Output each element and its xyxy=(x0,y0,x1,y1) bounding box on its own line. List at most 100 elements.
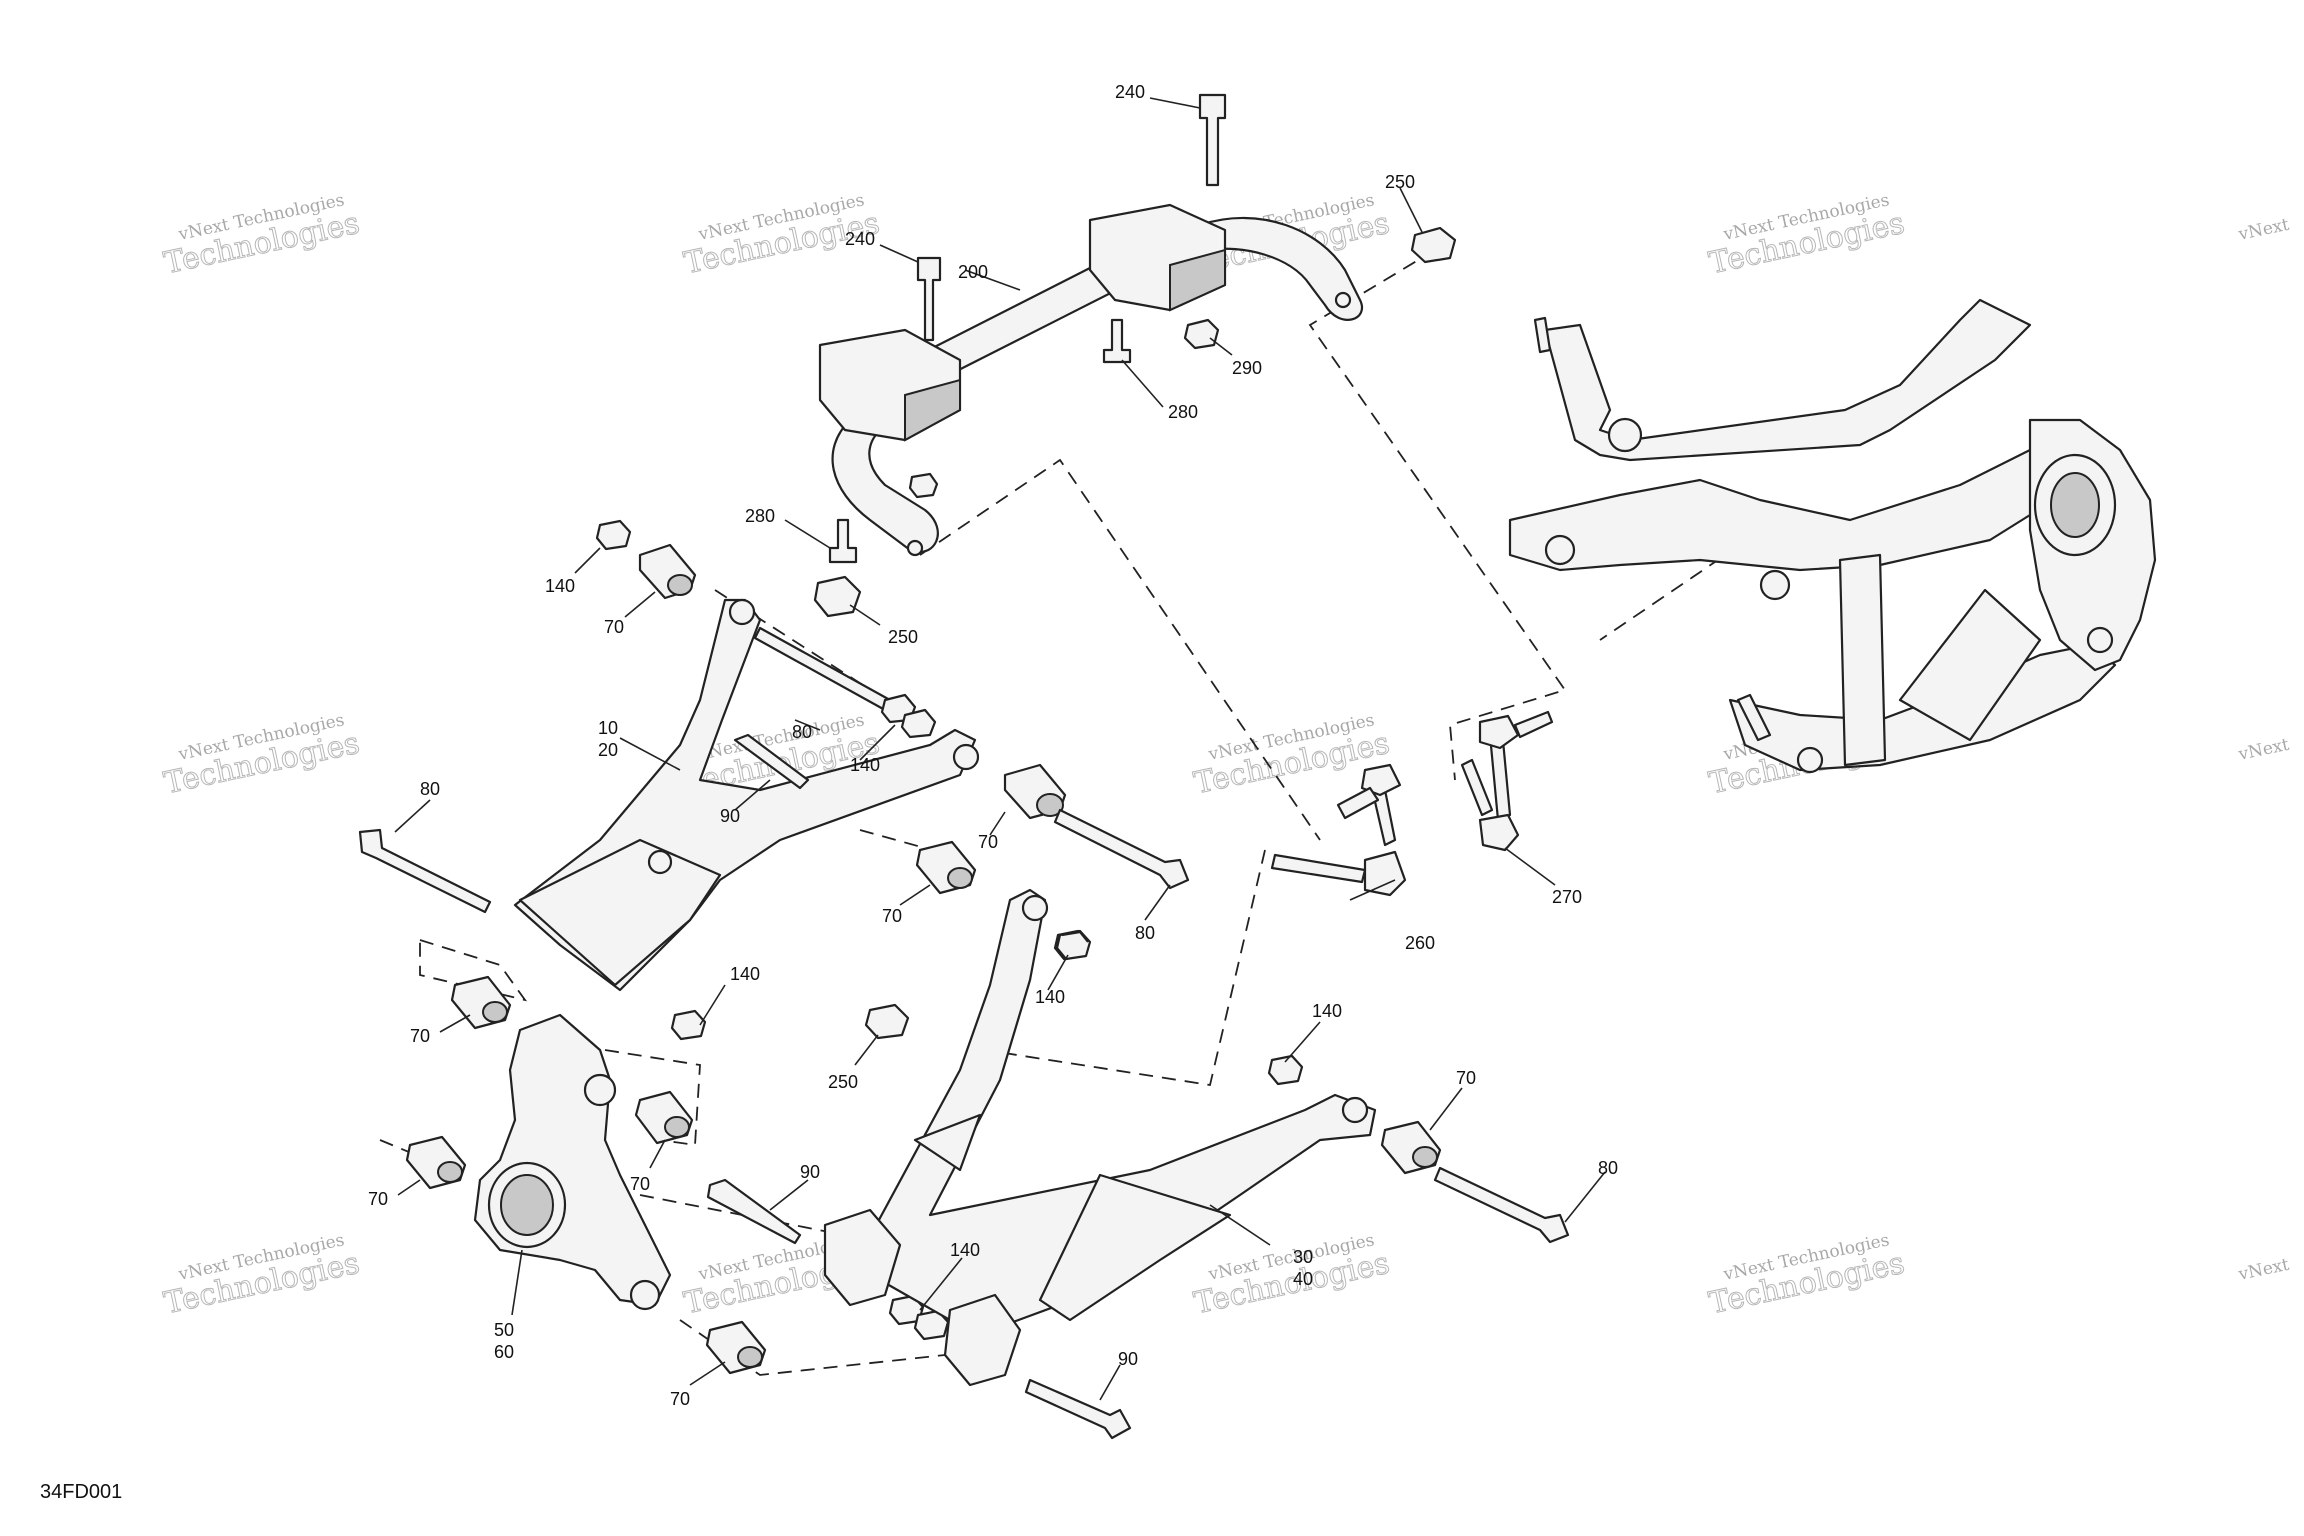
bushing-end xyxy=(1412,1146,1438,1168)
pivot-eye xyxy=(1341,1096,1369,1124)
knuckle-eye xyxy=(583,1073,617,1107)
callout-labels: 240 240 250 200 290 280 280 250 140 70 1… xyxy=(368,82,1618,1409)
bushing-end xyxy=(482,1001,508,1023)
assembled-gusset xyxy=(1898,588,2042,742)
bolt-80-right xyxy=(1053,808,1190,890)
assembled-bushing-eye xyxy=(1759,569,1791,601)
callout-label: 80 xyxy=(792,722,812,742)
callout-label: 70 xyxy=(978,832,998,852)
assembled-hub-inner xyxy=(2050,472,2100,538)
bushing-end xyxy=(947,867,973,889)
stabilizer-link-group xyxy=(1270,710,1554,897)
assembled-vertical-post xyxy=(1838,553,1887,767)
bolt-80-long xyxy=(358,828,492,914)
stabilizer-bar-left-end xyxy=(831,418,939,553)
pivot-eye xyxy=(952,743,980,771)
callout-label: 70 xyxy=(368,1189,388,1209)
knuckle-hub-inner xyxy=(500,1174,554,1236)
knuckle-assembly xyxy=(473,1013,672,1311)
stabilizer-link-270-ball-bottom xyxy=(1478,813,1520,852)
knuckle xyxy=(473,1013,672,1307)
nut-140-mid2 xyxy=(900,708,937,739)
callout-label: 200 xyxy=(958,262,988,282)
callout-label: 290 xyxy=(1232,358,1262,378)
ball-joint-hole xyxy=(647,849,673,875)
nut-140 xyxy=(1267,1054,1304,1086)
assembled-bolt xyxy=(1736,693,1772,742)
callout-label: 90 xyxy=(720,806,740,826)
stabilizer-link-270-thread-bottom xyxy=(1460,758,1494,817)
bolt-90 xyxy=(1024,1378,1132,1440)
callout-label: 80 xyxy=(1598,1158,1618,1178)
stabilizer-link-260-ball-bottom xyxy=(1363,850,1407,897)
bolt-90-small xyxy=(733,733,810,790)
nut-290 xyxy=(1183,318,1220,350)
lower-a-arm-assembly xyxy=(823,888,1377,1387)
leader-lines xyxy=(394,97,1606,1401)
stabilizer-bar-eye xyxy=(906,539,924,557)
bolt-80-lower xyxy=(1433,1166,1570,1244)
bushing-end xyxy=(737,1346,763,1368)
callout-label: 140 xyxy=(545,576,575,596)
bolt-80-diag xyxy=(753,626,892,712)
callout-label: 80 xyxy=(420,779,440,799)
stabilizer-link-260-ball-top xyxy=(1360,763,1402,797)
bushing-face xyxy=(904,378,961,442)
bushing-group xyxy=(358,519,1570,1440)
assembled-bushing-eye xyxy=(1544,534,1576,566)
lower-a-arm-clevis xyxy=(823,1208,902,1307)
nut-140 xyxy=(670,1009,707,1041)
fastener-group-top xyxy=(813,93,1457,618)
stabilizer-bar-assembly xyxy=(818,203,1363,557)
assembled-bushing-eye xyxy=(1607,417,1643,453)
bolt-240-top xyxy=(1198,93,1227,187)
callout-label: 70 xyxy=(604,617,624,637)
assembled-bushing-eye xyxy=(2086,626,2114,654)
bushing-end xyxy=(667,574,693,596)
watermark-text: vNext xyxy=(2236,215,2291,245)
bushing-face xyxy=(1169,248,1226,312)
nut-140 xyxy=(595,519,632,551)
callout-label: 90 xyxy=(1118,1349,1138,1369)
callout-label: 80 xyxy=(1135,923,1155,943)
nut-250-low xyxy=(864,1003,910,1040)
callout-label: 250 xyxy=(828,1072,858,1092)
callout-label: 140 xyxy=(730,964,760,984)
callout-label: 10 xyxy=(598,718,618,738)
diagram-code: 34FD001 xyxy=(40,1481,122,1503)
bolt-280-mid xyxy=(1102,318,1132,364)
callout-label: 240 xyxy=(845,229,875,249)
stabilizer-link-270-ball-top xyxy=(1478,714,1520,750)
callout-label: 280 xyxy=(1168,402,1198,422)
callout-label: 70 xyxy=(410,1026,430,1046)
stabilizer-link-260-thread-bottom xyxy=(1270,853,1367,884)
upper-a-arm-plate xyxy=(518,838,722,987)
callout-label: 250 xyxy=(1385,172,1415,192)
callout-label: 70 xyxy=(670,1389,690,1409)
callout-label: 140 xyxy=(1035,987,1065,1007)
callout-label: 30 xyxy=(1293,1247,1313,1267)
assembled-upper-arm xyxy=(1508,443,2092,572)
callout-label: 90 xyxy=(800,1162,820,1182)
callout-label: 60 xyxy=(494,1342,514,1362)
nut-250-left xyxy=(813,575,862,618)
stabilizer-link-270-thread-top xyxy=(1513,710,1554,739)
pivot-eye xyxy=(728,598,756,626)
lower-a-arm-plate xyxy=(1038,1173,1232,1322)
nut-250-top xyxy=(1410,226,1457,264)
knuckle-eye xyxy=(629,1279,661,1311)
callout-label: 270 xyxy=(1552,887,1582,907)
callout-label: 70 xyxy=(630,1174,650,1194)
callout-label: 140 xyxy=(950,1240,980,1260)
stabilizer-link-260-thread-top xyxy=(1336,786,1380,820)
bolt-90 xyxy=(706,1178,802,1245)
nut-140-upper xyxy=(1061,930,1089,943)
bushing-end xyxy=(1036,793,1064,817)
assembled-tie-rod xyxy=(1533,316,1552,354)
bushing-end xyxy=(664,1116,690,1138)
callout-label: 280 xyxy=(745,506,775,526)
callout-label: 140 xyxy=(1312,1001,1342,1021)
assembled-suspension-view xyxy=(1508,298,2157,774)
lower-a-arm-clevis xyxy=(943,1293,1022,1387)
